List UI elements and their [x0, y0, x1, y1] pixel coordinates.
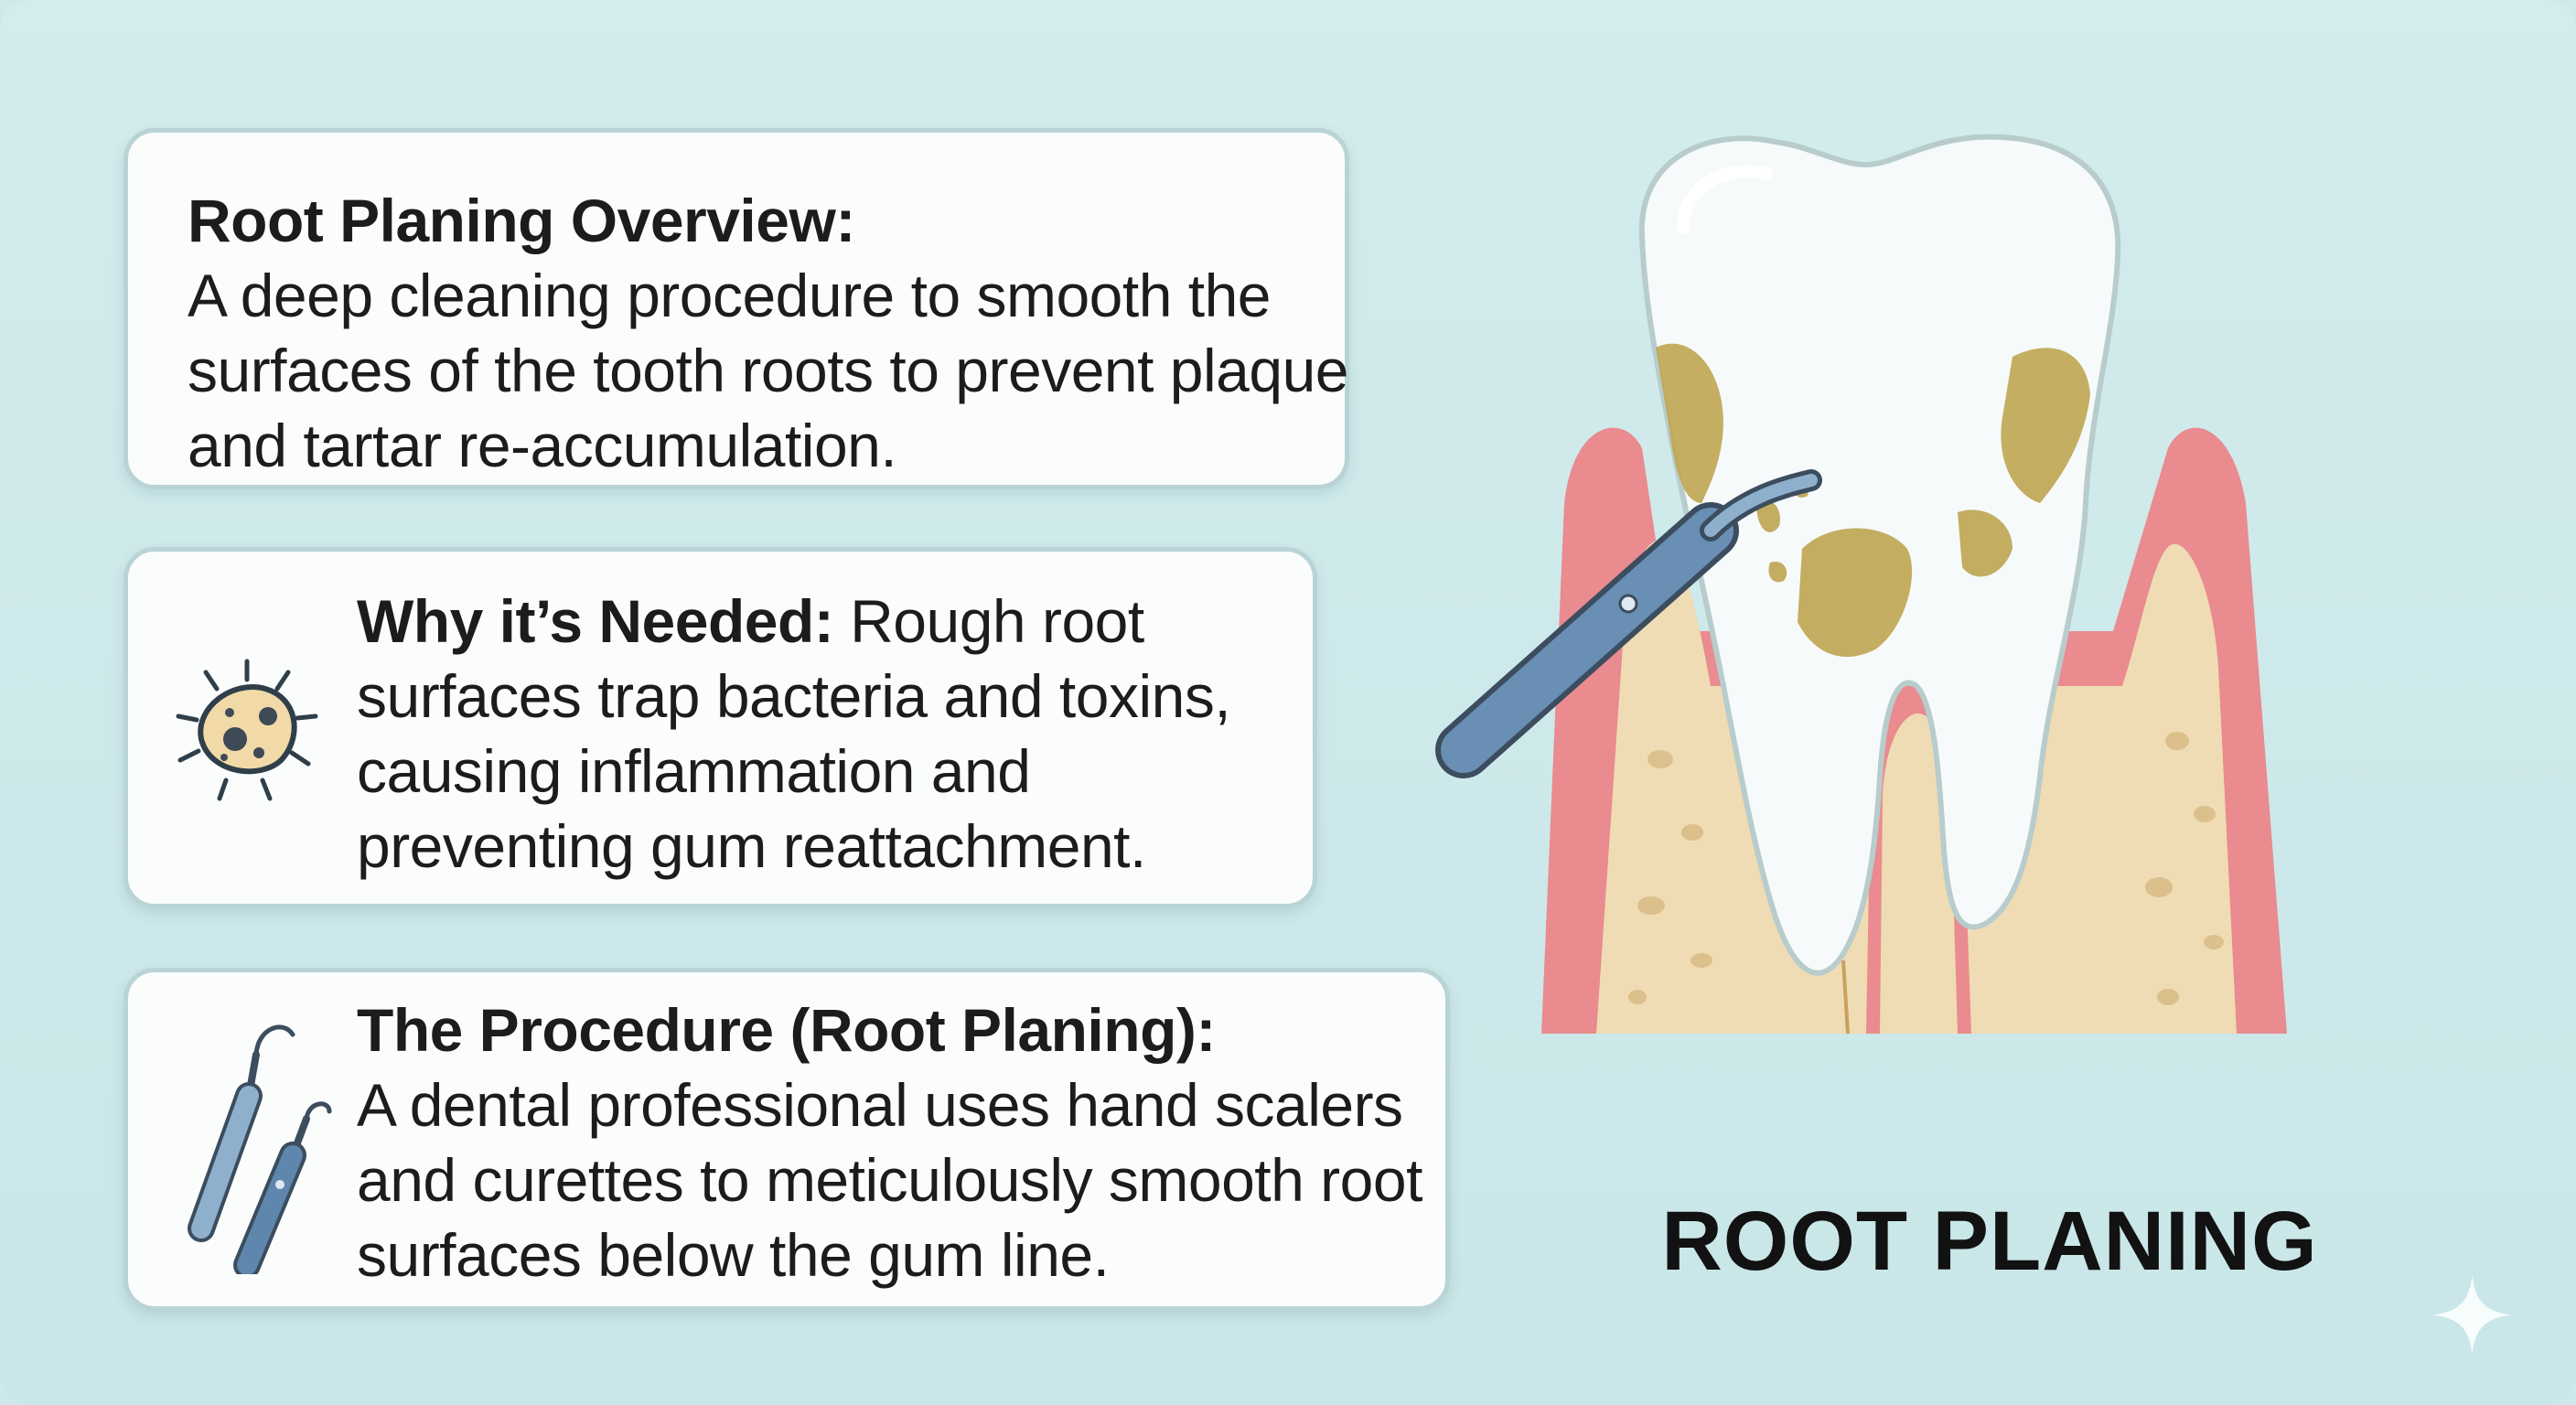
why-needed-body: Rough root surfaces trap bacteria and to…	[357, 587, 1231, 880]
procedure-card: The Procedure (Root Planing): A dental p…	[123, 968, 1450, 1311]
overview-text: Root Planing Overview: A deep cleaning p…	[188, 183, 1358, 483]
main-title: ROOT PLANING	[1661, 1195, 2318, 1288]
scaler-tools-icon	[188, 1024, 332, 1274]
procedure-heading: The Procedure (Root Planing):	[357, 996, 1216, 1064]
procedure-text: The Procedure (Root Planing): A dental p…	[357, 992, 1445, 1292]
sparkle-icon	[2432, 1275, 2512, 1355]
scaler-instrument	[1435, 469, 1822, 778]
procedure-body: A dental professional uses hand scalers …	[357, 1071, 1422, 1289]
bacteria-icon	[176, 659, 318, 801]
why-needed-card: Why it’s Needed: Rough root surfaces tra…	[123, 547, 1317, 908]
why-needed-text: Why it’s Needed: Rough root surfaces tra…	[357, 584, 1308, 884]
tooth-cross-section-illustration	[1435, 134, 2287, 1034]
overview-card: Root Planing Overview: A deep cleaning p…	[123, 128, 1349, 489]
overview-body: A deep cleaning procedure to smooth the …	[188, 262, 1348, 479]
why-needed-heading: Why it’s Needed:	[357, 587, 834, 655]
overview-heading: Root Planing Overview:	[188, 187, 855, 254]
